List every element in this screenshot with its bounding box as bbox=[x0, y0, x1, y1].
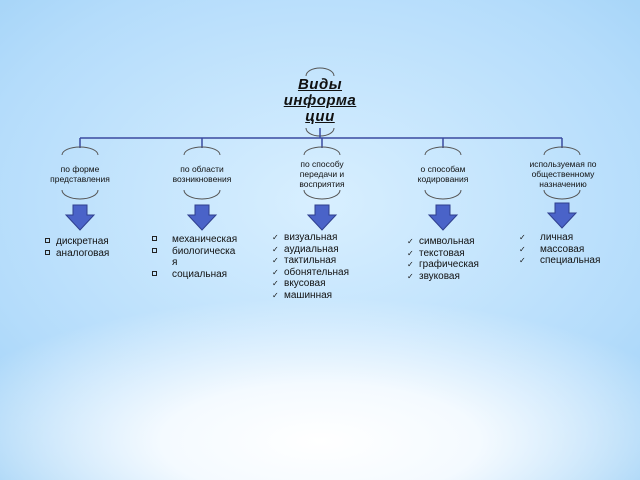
list-item: механическая bbox=[150, 234, 260, 246]
title-line: Виды bbox=[297, 76, 343, 93]
diagram-title: Виды информа ции bbox=[255, 77, 385, 125]
category-line: по способу bbox=[300, 159, 344, 169]
category-arc-top-1 bbox=[61, 146, 99, 156]
list-perception: визуальная аудиальная тактильная обоняте… bbox=[271, 232, 349, 301]
category-line: по области bbox=[180, 164, 224, 174]
category-line: общественному bbox=[531, 169, 595, 179]
category-line: кодирования bbox=[417, 174, 469, 184]
list-item: визуальная bbox=[271, 232, 349, 244]
list-social: личная массовая специальная bbox=[518, 232, 600, 267]
category-line: возникновения bbox=[172, 174, 232, 184]
list-item: графическая bbox=[406, 259, 479, 271]
list-item: машинная bbox=[271, 290, 349, 302]
list-item: вкусовая bbox=[271, 278, 349, 290]
category-line: назначению bbox=[539, 179, 587, 189]
down-arrow-icon bbox=[186, 204, 218, 231]
title-line: ции bbox=[305, 108, 335, 125]
category-perception: по способу передачи и восприятия bbox=[274, 159, 370, 189]
category-arc-top-3 bbox=[303, 146, 341, 156]
list-item: специальная bbox=[518, 255, 600, 267]
category-arc-bottom-5 bbox=[543, 189, 581, 200]
list-item: я bbox=[172, 257, 178, 268]
category-arc-bottom-1 bbox=[61, 189, 99, 200]
category-arc-top-4 bbox=[424, 146, 462, 156]
down-arrow-icon bbox=[306, 204, 338, 231]
category-line: восприятия bbox=[299, 179, 345, 189]
category-arc-top-5 bbox=[543, 146, 581, 156]
list-item: аналоговая bbox=[43, 248, 109, 260]
list-item: тактильная bbox=[271, 255, 349, 267]
down-arrow-icon bbox=[64, 204, 96, 231]
category-social: используемая по общественному назначению bbox=[508, 159, 618, 189]
list-item: символьная bbox=[406, 236, 479, 248]
category-line: представления bbox=[50, 174, 110, 184]
category-coding: о способам кодирования bbox=[395, 164, 491, 184]
category-arc-bottom-2 bbox=[183, 189, 221, 200]
title-line: информа bbox=[283, 92, 357, 109]
category-line: по форме bbox=[60, 164, 100, 174]
category-line: используемая по bbox=[529, 159, 597, 169]
list-item: социальная bbox=[150, 269, 260, 281]
category-arc-bottom-4 bbox=[424, 189, 462, 200]
list-form: дискретная аналоговая bbox=[43, 236, 109, 259]
list-item: личная bbox=[518, 232, 600, 244]
list-item: дискретная bbox=[43, 236, 109, 248]
category-arc-bottom-3 bbox=[303, 189, 341, 200]
list-item: биологическа bbox=[150, 246, 260, 258]
title-arc-top bbox=[305, 67, 335, 77]
category-line: передачи и bbox=[299, 169, 345, 179]
category-form: по форме представления bbox=[32, 164, 128, 184]
down-arrow-icon bbox=[427, 204, 459, 231]
down-arrow-icon bbox=[546, 202, 578, 229]
list-item: аудиальная bbox=[271, 244, 349, 256]
list-coding: символьная текстовая графическая звукова… bbox=[406, 236, 479, 282]
list-item: массовая bbox=[518, 244, 600, 256]
category-origin: по области возникновения bbox=[154, 164, 250, 184]
category-line: о способам bbox=[420, 164, 466, 174]
list-item: текстовая bbox=[406, 248, 479, 260]
category-arc-top-2 bbox=[183, 146, 221, 156]
list-origin: механическая биологическа я социальная bbox=[150, 234, 260, 280]
list-item: звуковая bbox=[406, 271, 479, 283]
list-item: обонятельная bbox=[271, 267, 349, 279]
